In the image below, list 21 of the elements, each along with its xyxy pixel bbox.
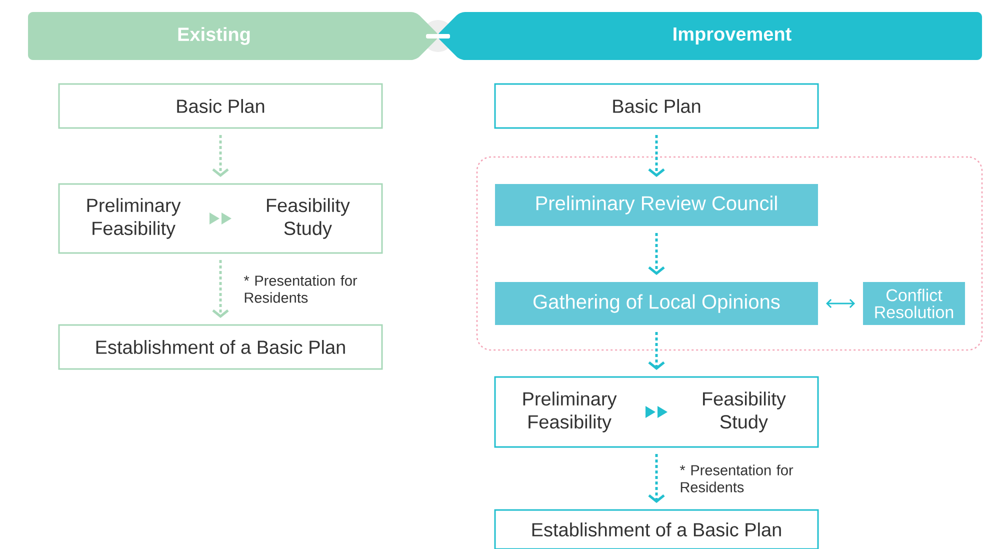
arrow (648, 233, 665, 275)
edge-label: * Presentation for Residents (680, 464, 794, 492)
arrow (212, 260, 229, 318)
process-box: Preliminary Feasibility Feasibility Study (494, 376, 819, 448)
header-band: Existing (28, 12, 438, 60)
process-box: Preliminary Review Council (495, 184, 818, 226)
dashed-group-frame (476, 156, 983, 351)
header-band: Improvement (438, 12, 982, 60)
process-box: Basic Plan (494, 83, 819, 129)
arrow (648, 454, 665, 503)
process-box: Establishment of a Basic Plan (58, 324, 383, 370)
process-box: Establishment of a Basic Plan (494, 509, 819, 549)
arrow (212, 135, 229, 177)
process-box: Conflict Resolution (863, 282, 965, 325)
process-box: Gathering of Local Opinions (495, 282, 818, 325)
arrow (648, 135, 665, 177)
arrow (826, 298, 856, 308)
edge-label: * Presentation for Residents (244, 275, 358, 303)
process-box: Preliminary Feasibility Feasibility Study (58, 183, 383, 254)
arrow (648, 332, 665, 370)
process-box: Basic Plan (58, 83, 383, 129)
